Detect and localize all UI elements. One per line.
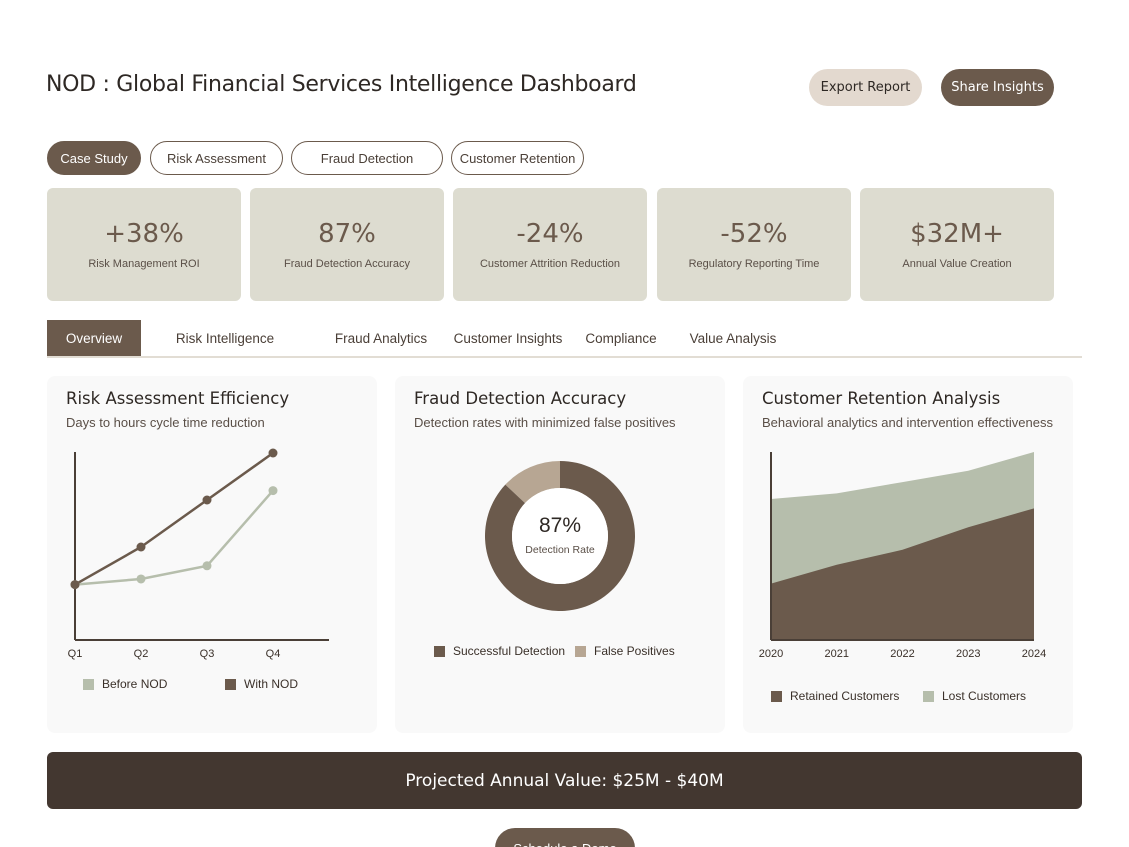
donut-slice [485,461,635,611]
kpi-value: +38% [104,219,184,249]
kpi-card: -24% Customer Attrition Reduction [453,188,647,301]
legend-item: False Positives [575,644,675,658]
card-title: Risk Assessment Efficiency [66,389,290,408]
x-tick-label: 2024 [1022,648,1046,660]
x-tick-label: Q2 [134,648,149,660]
legend-label: With NOD [244,677,298,691]
donut-slice [505,461,560,504]
kpi-label: Risk Management ROI [88,258,200,270]
area-chart: 2020 2021 2022 2023 2024 [759,452,1046,660]
schedule-demo-button[interactable]: Schedule a Demo [495,828,635,847]
x-tick-label: 2023 [956,648,980,660]
legend-swatch [83,678,94,690]
pill-case-study[interactable]: Case Study [47,141,141,175]
kpi-value: 87% [318,219,376,249]
series-line [74,451,274,586]
donut-center-value: 87% [539,514,581,537]
legend-item: Retained Customers [771,689,899,703]
legend-item: With NOD [225,677,298,691]
tab-customer-insights[interactable]: Customer Insights [453,330,563,346]
tab-value-analysis[interactable]: Value Analysis [689,330,777,346]
pill-risk-assessment[interactable]: Risk Assessment [150,141,283,175]
kpi-value: -52% [720,219,788,249]
page-title: NOD : Global Financial Services Intellig… [46,72,637,97]
tab-underline [47,356,1082,358]
kpi-value: -24% [516,219,584,249]
x-tick-label: 2022 [890,648,914,660]
legend-swatch [923,690,934,702]
projected-value-banner: Projected Annual Value: $25M - $40M [47,752,1082,809]
card-title: Customer Retention Analysis [762,389,1001,408]
card-subtitle: Detection rates with minimized false pos… [414,415,676,430]
card-subtitle: Days to hours cycle time reduction [66,415,265,430]
donut-chart: 87% Detection Rate [485,461,635,611]
donut-hole [512,488,608,584]
legend-label: Before NOD [102,677,168,691]
data-point [136,574,146,584]
tab-overview[interactable]: Overview [47,320,141,356]
legend-swatch [434,645,445,657]
kpi-label: Annual Value Creation [902,258,1012,270]
card-subtitle: Behavioral analytics and intervention ef… [762,415,1053,430]
legend-item: Before NOD [83,677,167,691]
donut-center-label: Detection Rate [525,544,595,556]
x-tick-label: 2021 [825,648,849,660]
kpi-label: Regulatory Reporting Time [688,258,820,270]
export-report-button[interactable]: Export Report [809,69,922,106]
data-point [136,542,146,552]
legend-label: Successful Detection [453,644,566,658]
legend-label: False Positives [594,644,675,658]
x-tick-label: Q3 [200,648,215,660]
kpi-card: -52% Regulatory Reporting Time [657,188,851,301]
retention-card: Customer Retention Analysis Behavioral a… [743,376,1073,733]
kpi-card: +38% Risk Management ROI [47,188,241,301]
legend-swatch [771,690,782,702]
tab-compliance[interactable]: Compliance [585,330,657,346]
tab-risk-intelligence[interactable]: Risk Intelligence [175,330,275,346]
kpi-value: $32M+ [910,219,1004,249]
legend-item: Successful Detection [434,644,565,658]
x-tick-label: Q1 [68,648,83,660]
card-title: Fraud Detection Accuracy [414,389,627,408]
area-retained-customers [771,508,1034,640]
pill-customer-retention[interactable]: Customer Retention [451,141,584,175]
fraud-accuracy-card: Fraud Detection Accuracy Detection rates… [395,376,725,733]
data-point [70,580,80,590]
data-point [268,448,278,458]
kpi-card: 87% Fraud Detection Accuracy [250,188,444,301]
x-tick-label: 2020 [759,648,783,660]
legend-swatch [575,645,586,657]
share-insights-button[interactable]: Share Insights [941,69,1054,106]
kpi-label: Fraud Detection Accuracy [284,258,410,270]
data-point [202,561,212,571]
legend-swatch [225,678,236,690]
tab-fraud-analytics[interactable]: Fraud Analytics [334,330,428,346]
line-chart: Q1 Q2 Q3 Q4 [68,448,329,660]
legend-label: Lost Customers [942,689,1027,703]
risk-efficiency-card: Risk Assessment Efficiency Days to hours… [47,376,377,733]
legend-item: Lost Customers [923,689,1026,703]
series-line [74,489,274,586]
x-tick-label: Q4 [266,648,281,660]
legend-label: Retained Customers [790,689,900,703]
kpi-label: Customer Attrition Reduction [479,258,620,270]
kpi-card: $32M+ Annual Value Creation [860,188,1054,301]
data-point [268,486,278,496]
data-point [202,495,212,505]
pill-fraud-detection[interactable]: Fraud Detection [291,141,443,175]
